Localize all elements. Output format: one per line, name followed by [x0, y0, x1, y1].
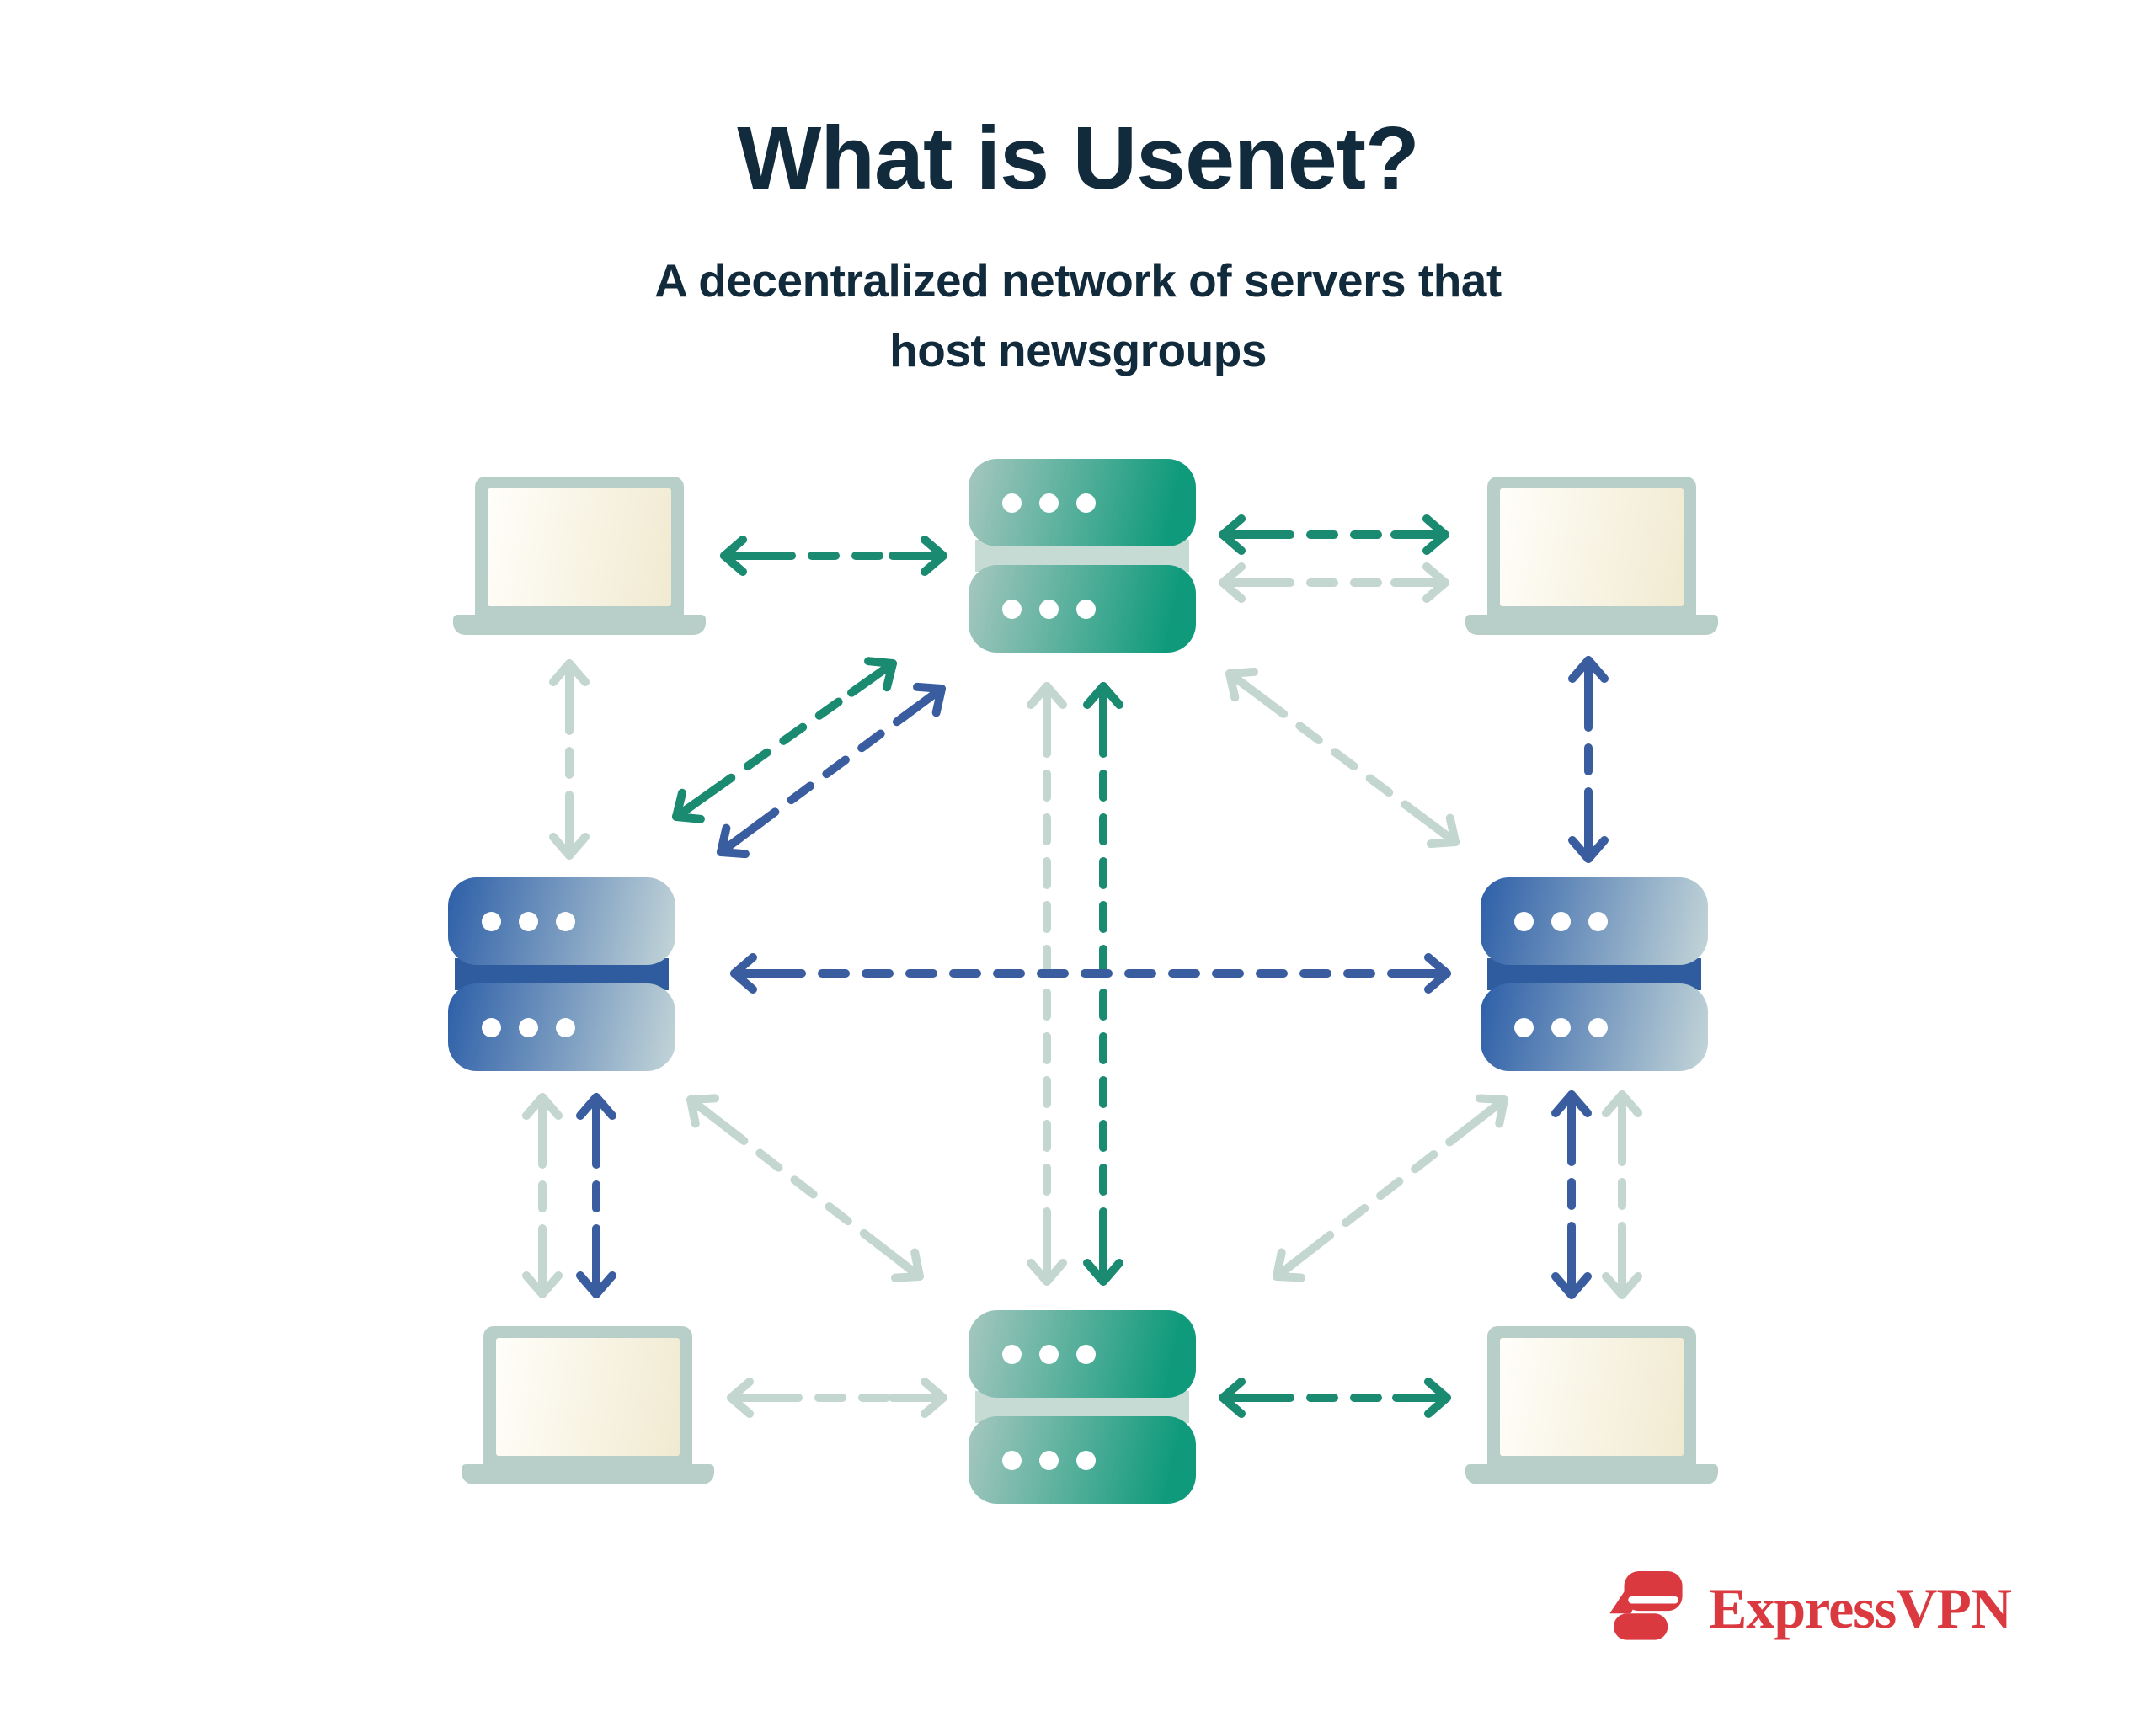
- laptop-screen: [1500, 1338, 1684, 1456]
- server-led-dot: [482, 911, 501, 931]
- laptop-screen: [1500, 488, 1684, 606]
- server-led-dot: [482, 1017, 501, 1037]
- page-subtitle: A decentralized network of servers that …: [0, 246, 2156, 385]
- edge-server-left-server-bottom-sage: [686, 1094, 924, 1282]
- edge-server-bottom-server-right-sage: [1273, 1094, 1508, 1282]
- server-led-dot: [1002, 493, 1022, 513]
- server-unit-top: [969, 459, 1196, 546]
- laptop-screen-frame: [475, 477, 684, 615]
- server-led-dot: [1002, 599, 1022, 619]
- laptop-bottom-right: [1465, 1326, 1718, 1484]
- server-top: [969, 459, 1196, 653]
- laptop-bottom-left: [462, 1326, 714, 1484]
- server-led-dot: [519, 1017, 538, 1037]
- server-unit-bottom: [969, 565, 1196, 653]
- edge-server-top-server-right-sage: [1225, 667, 1460, 849]
- server-led-dot: [1076, 599, 1096, 619]
- server-unit-top: [1481, 877, 1708, 965]
- server-led-dot: [1039, 599, 1059, 619]
- server-led-dot: [556, 911, 575, 931]
- server-unit-bottom: [969, 1416, 1196, 1504]
- server-left: [448, 877, 675, 1071]
- server-led-dot: [1039, 493, 1059, 513]
- expressvpn-wordmark: ExpressVPN: [1709, 1575, 2012, 1640]
- laptop-screen-frame: [483, 1326, 692, 1464]
- server-led-dot: [1551, 1017, 1571, 1037]
- subtitle-line-1: A decentralized network of servers that: [654, 254, 1502, 306]
- server-led-dot: [556, 1017, 575, 1037]
- laptop-screen: [488, 488, 671, 606]
- server-led-dot: [1076, 1344, 1096, 1364]
- expressvpn-logo-icon: [1609, 1571, 1683, 1640]
- laptop-screen-frame: [1487, 477, 1696, 615]
- laptop-base: [453, 615, 706, 635]
- page-title: What is Usenet?: [737, 109, 1420, 208]
- server-led-dot: [1039, 1450, 1059, 1470]
- expressvpn-logo: ExpressVPN: [1604, 1568, 2012, 1649]
- server-unit-bottom: [448, 983, 675, 1071]
- server-unit-top: [969, 1310, 1196, 1398]
- server-right: [1481, 877, 1708, 1071]
- laptop-top-left: [453, 477, 706, 635]
- laptop-top-right: [1465, 477, 1718, 635]
- server-led-dot: [1002, 1450, 1022, 1470]
- server-led-dot: [1076, 493, 1096, 513]
- laptop-base: [1465, 1464, 1718, 1484]
- laptop-base: [1465, 615, 1718, 635]
- server-unit-bottom: [1481, 983, 1708, 1071]
- subtitle-line-2: host newsgroups: [889, 323, 1267, 376]
- edge-server-left-server-top-blue: [717, 682, 946, 859]
- server-bottom: [969, 1310, 1196, 1504]
- laptop-screen-frame: [1487, 1326, 1696, 1464]
- server-unit-top: [448, 877, 675, 965]
- laptop-base: [462, 1464, 714, 1484]
- server-led-dot: [1588, 911, 1608, 931]
- server-led-dot: [1588, 1017, 1608, 1037]
- server-led-dot: [1076, 1450, 1096, 1470]
- server-led-dot: [519, 911, 538, 931]
- laptop-screen: [496, 1338, 680, 1456]
- server-led-dot: [1039, 1344, 1059, 1364]
- server-led-dot: [1551, 911, 1571, 931]
- server-led-dot: [1514, 1017, 1534, 1037]
- server-led-dot: [1514, 911, 1534, 931]
- server-led-dot: [1002, 1344, 1022, 1364]
